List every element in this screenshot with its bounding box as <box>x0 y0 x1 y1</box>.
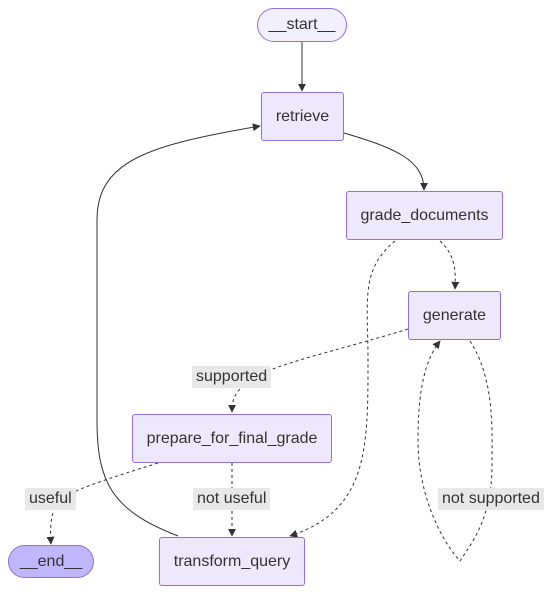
edge-grade-documents-generate <box>439 240 460 290</box>
edge-retrieve-grade-documents <box>343 132 428 191</box>
node-end: __end__ <box>8 545 94 578</box>
edge-grade-documents-transform-query <box>289 240 396 538</box>
edge-transform-query-retrieve <box>96 123 261 537</box>
edge-generate-self-not-supported <box>417 340 493 562</box>
node-start: __start__ <box>257 8 347 42</box>
edge-label-supported: supported <box>192 366 272 388</box>
edge-label-not-supported: not supported <box>438 488 544 510</box>
edge-label-not-useful: not useful <box>193 488 271 510</box>
node-transform-query: transform_query <box>159 537 305 586</box>
node-retrieve: retrieve <box>261 92 344 141</box>
node-prepare-for-final-grade: prepare_for_final_grade <box>132 414 332 463</box>
node-grade-documents: grade_documents <box>346 191 503 240</box>
node-generate: generate <box>408 291 501 340</box>
edge-label-useful: useful <box>25 488 76 510</box>
